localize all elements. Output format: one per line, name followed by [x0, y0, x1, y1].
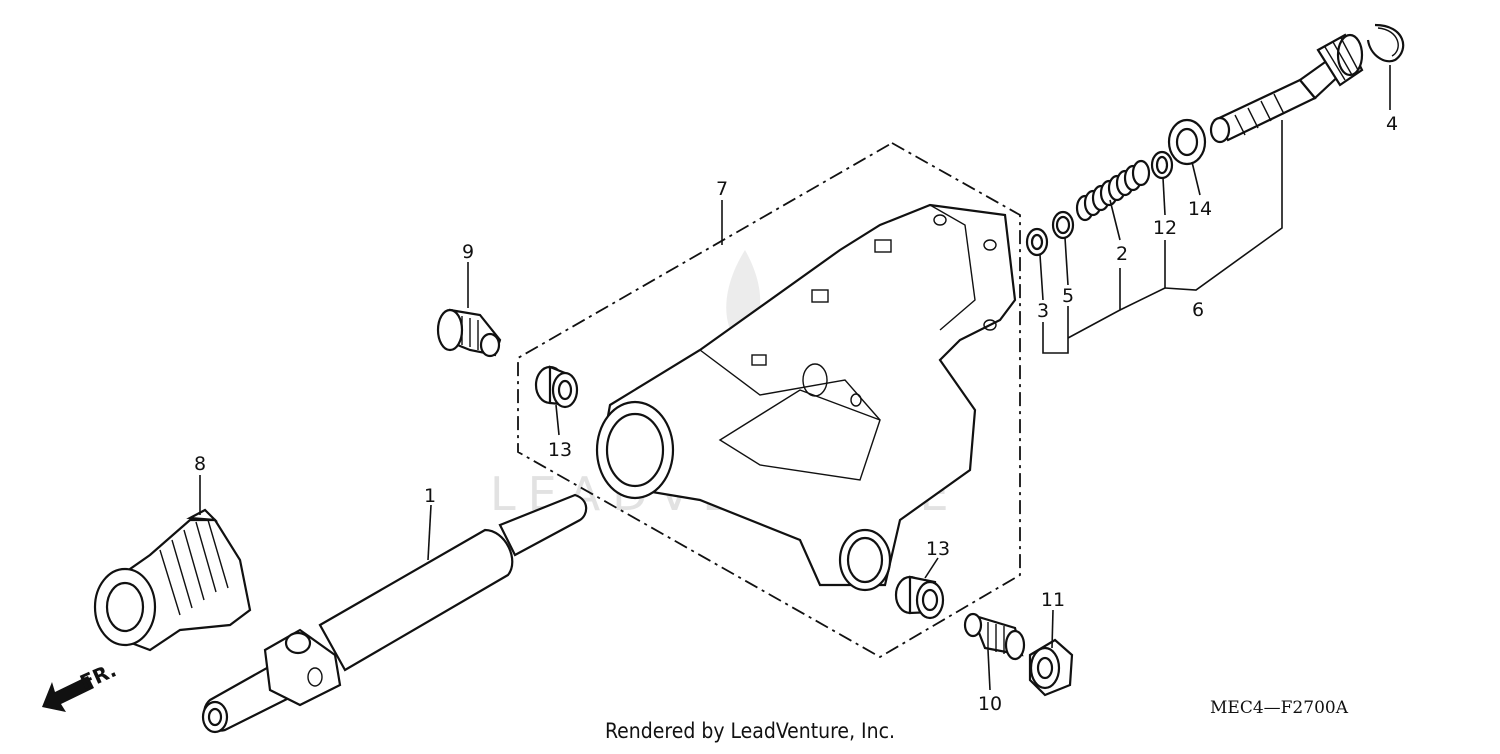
callout-6: 6	[1192, 299, 1204, 321]
boot-part[interactable]	[93, 508, 252, 652]
callout-8: 8	[194, 453, 206, 475]
snap-ring-part[interactable]	[1366, 23, 1405, 63]
adjust-bolt-part[interactable]	[963, 612, 1026, 661]
callout-12: 12	[1153, 217, 1177, 239]
front-direction-label: FR.	[76, 658, 120, 695]
callout-3: 3	[1037, 300, 1049, 322]
leader-lines	[199, 65, 1391, 691]
callout-1: 1	[424, 485, 436, 507]
spring-washer-set[interactable]	[1025, 33, 1364, 257]
pivot-bolt-part[interactable]	[436, 308, 502, 358]
callout-13-lower: 13	[926, 538, 950, 560]
final-shaft-6	[1209, 33, 1364, 144]
callout-9: 9	[462, 241, 474, 263]
callout-11: 11	[1041, 589, 1065, 611]
callout-13-upper: 13	[548, 439, 572, 461]
callouts: 1 2 3 4 5 6 7 8 9 10 11 12 13 13 14	[194, 113, 1398, 715]
bearing-lower-part[interactable]	[894, 575, 945, 620]
assembly-boundary	[517, 141, 1021, 659]
lock-nut-part[interactable]	[1028, 638, 1074, 697]
callout-7: 7	[716, 178, 728, 200]
callout-5: 5	[1062, 285, 1074, 307]
callout-2: 2	[1116, 243, 1128, 265]
callout-10: 10	[978, 693, 1002, 715]
drive-shaft-part[interactable]	[201, 493, 588, 734]
diagram-code: MEC4—F2700A	[1210, 698, 1349, 718]
swing-arm-part[interactable]	[595, 203, 1017, 592]
bearing-upper-part[interactable]	[534, 365, 579, 409]
callout-14: 14	[1188, 198, 1212, 220]
front-arrow-icon	[42, 676, 94, 712]
spring-2	[1075, 159, 1151, 222]
front-direction-indicator: FR.	[42, 658, 120, 712]
callout-4: 4	[1386, 113, 1398, 135]
render-credit: Rendered by LeadVenture, Inc.	[605, 719, 895, 743]
